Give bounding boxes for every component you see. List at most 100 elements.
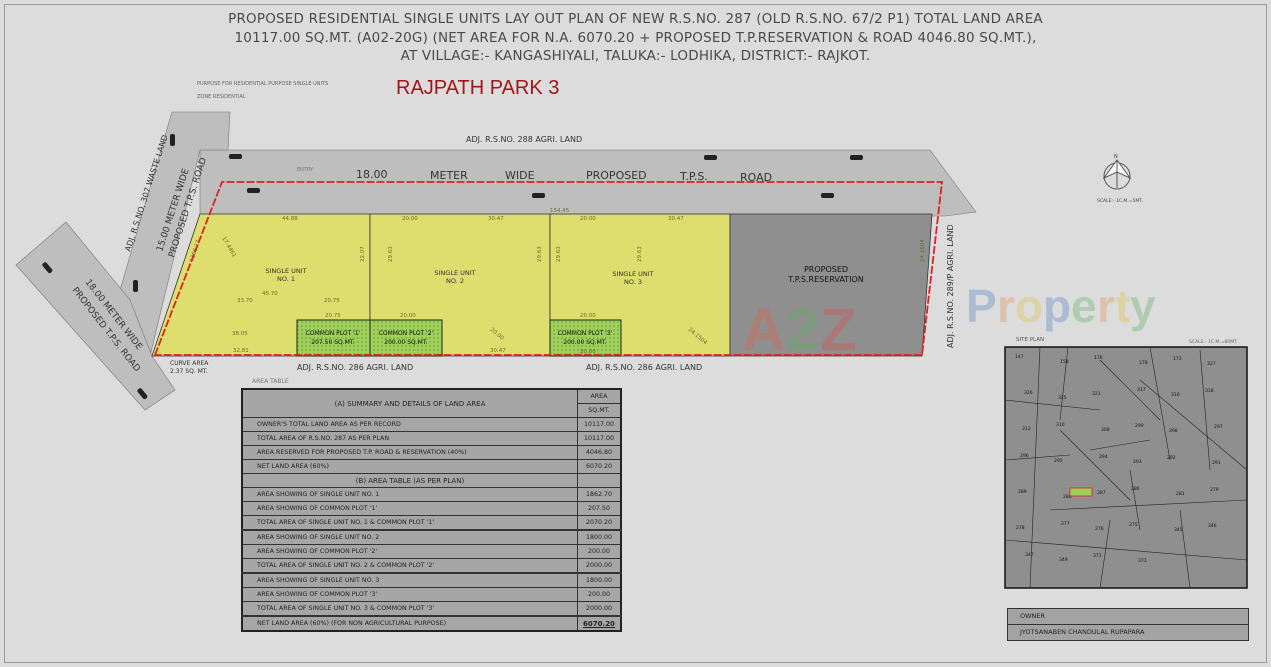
site-plan-parcel-line: [1089, 439, 1151, 451]
site-plan-parcel-line: [1059, 429, 1131, 501]
row-value: 2070.20: [577, 515, 622, 531]
site-plan-parcel-number: 296: [1020, 453, 1029, 459]
common-plot-area: 200.00 SQ.MT.: [384, 339, 427, 346]
dimension-label: 30.47: [488, 216, 504, 222]
table-row: AREA SHOWING OF COMMON PLOT '1'207.50: [241, 501, 622, 516]
dimension-label: 38.05: [232, 331, 248, 337]
site-plan-parcel-line: [1049, 499, 1248, 511]
total-value: 6070.20: [583, 619, 615, 628]
table-row: NET LAND AREA (60%)6070.20: [241, 459, 622, 474]
dimension-label: 20.75: [325, 313, 341, 319]
title-line-2: 10117.00 SQ.MT. (A02-20G) (NET AREA FOR …: [234, 30, 1037, 46]
dimension-label: 20.00: [402, 216, 418, 222]
site-plan-parcel-line: [1099, 359, 1161, 421]
site-plan-parcel-number: 325: [1058, 395, 1067, 401]
svg-text:y: y: [1130, 280, 1156, 332]
dimension-label: 30.47: [490, 348, 506, 354]
site-plan-parcel-number: 173: [1173, 356, 1182, 362]
site-plan-parcel-number: 288: [1063, 494, 1072, 500]
site-plan-parcel-number: 287: [1097, 490, 1106, 496]
svg-text:r: r: [997, 280, 1015, 332]
plot-label: SINGLE UNIT: [434, 269, 475, 277]
site-plan-parcel-number: 317: [1137, 387, 1146, 393]
site-plan-parcel-number: 276: [1095, 526, 1104, 532]
dimension-label: 29.63: [637, 246, 643, 262]
site-plan-parcel-number: 347: [1025, 552, 1034, 558]
site-plan-parcel-number: 281: [1176, 491, 1185, 497]
site-plan-parcel-line: [1004, 539, 1248, 561]
site-plan-parcel-number: 275: [1129, 522, 1138, 528]
owner-label: OWNER: [1008, 609, 1248, 625]
row-value: 4046.80: [577, 445, 622, 460]
site-plan-parcel-number: 278: [1016, 525, 1025, 531]
road-word: ROAD: [740, 171, 772, 184]
row-label: OWNER'S TOTAL LAND AREA AS PER RECORD: [241, 417, 578, 432]
road-word: METER: [430, 169, 468, 182]
north-label: N: [1114, 154, 1118, 160]
adj-top-label: ADJ. R.S.NO. 288 AGRI. LAND: [466, 135, 582, 144]
site-plan-parcel-line: [1029, 346, 1041, 589]
svg-text:Z: Z: [820, 296, 857, 363]
svg-text:e: e: [1071, 280, 1097, 332]
title-line-1: PROPOSED RESIDENTIAL SINGLE UNITS LAY OU…: [228, 11, 1043, 27]
site-plan-parcel-number: 371: [1093, 553, 1102, 559]
plot-label: PROPOSED: [804, 265, 848, 274]
site-plan-parcel-number: 178: [1139, 360, 1148, 366]
site-plan-parcel-number: 327: [1207, 361, 1216, 367]
area-table-caption: AREA TABLE: [252, 378, 289, 385]
curve-area-value: 2.37 SQ. MT.: [170, 368, 208, 375]
site-plan-title: SITE PLAN: [1016, 337, 1044, 343]
row-label: TOTAL AREA OF R.S.NO. 287 AS PER PLAN: [241, 431, 578, 446]
plot-tps-reservation: [729, 213, 933, 357]
unit-header: SQ.MT.: [577, 403, 622, 418]
common-plot-label: COMMON PLOT '1': [306, 330, 361, 337]
adj-bottom-label: ADJ. R.S.NO. 286 AGRI. LAND: [586, 363, 702, 372]
site-plan-parcel-number: 316: [1171, 392, 1180, 398]
row-label: TOTAL AREA OF SINGLE UNIT NO. 1 & COMMON…: [241, 515, 578, 531]
common-plot-2: [369, 319, 443, 357]
site-plan-parcel-number: 294: [1099, 454, 1108, 460]
dimension-label: 20.00: [580, 216, 596, 222]
table-row: AREA SHOWING OF COMMON PLOT '2'200.00: [241, 544, 622, 559]
adj-bottom-label: ADJ. R.S.NO. 286 AGRI. LAND: [297, 363, 413, 372]
dimension-label: 29.63: [556, 246, 562, 262]
drawing-frame: [4, 4, 1267, 663]
site-plan-parcel-line: [1004, 454, 1071, 461]
site-plan-parcel-number: 346: [1208, 523, 1217, 529]
svg-text:2: 2: [786, 296, 819, 363]
plot-label: T.P.S.RESERVATION: [787, 275, 863, 284]
site-plan-scale: SCALE:- 1C.M.=80MT.: [1189, 339, 1238, 345]
purpose-note: PURPOSE FOR RESIDENTIAL PURPOSE SINGLE U…: [197, 81, 329, 87]
dimension-label: 20.00: [580, 349, 596, 355]
table-row: TOTAL AREA OF SINGLE UNIT NO. 2 & COMMON…: [241, 558, 622, 574]
table-header: (A) SUMMARY AND DETAILS OF LAND AREA: [241, 388, 578, 418]
dimension-label: 20.00: [580, 313, 596, 319]
table-row: TOTAL AREA OF SINGLE UNIT NO. 1 & COMMON…: [241, 515, 622, 531]
svg-text:t: t: [1115, 280, 1130, 332]
row-value: 10117.00: [577, 417, 622, 432]
row-value: 1800.00: [577, 572, 622, 588]
plot-label: SINGLE UNIT: [265, 267, 306, 275]
row-label: TOTAL AREA OF SINGLE UNIT NO. 2 & COMMON…: [241, 558, 578, 574]
site-plan-parcel-number: 158: [1060, 359, 1069, 365]
zone-note: ZONE RESIDENTIAL: [197, 94, 246, 100]
unit-header: AREA: [577, 388, 622, 404]
road-word: 18.00: [356, 168, 388, 181]
common-plot-label: COMMON PLOT '2': [379, 330, 434, 337]
curve-area-label: CURVE AREA: [170, 360, 209, 367]
site-plan-parcel-number: 326: [1024, 390, 1033, 396]
row-label: NET LAND AREA (60%): [241, 459, 578, 474]
row-value: 207.50: [577, 501, 622, 516]
row-label: TOTAL AREA OF SINGLE UNIT NO. 3 & COMMON…: [241, 601, 578, 617]
row-value: 200.00: [577, 587, 622, 602]
site-plan-parcel-number: 176: [1094, 355, 1103, 361]
table-row: NET LAND AREA (60%) (FOR NON AGRICULTURA…: [241, 615, 622, 632]
site-plan-parcel-line: [1179, 509, 1191, 589]
row-value: 6070.20: [577, 459, 622, 474]
site-plan-parcel-number: 289: [1018, 489, 1027, 495]
